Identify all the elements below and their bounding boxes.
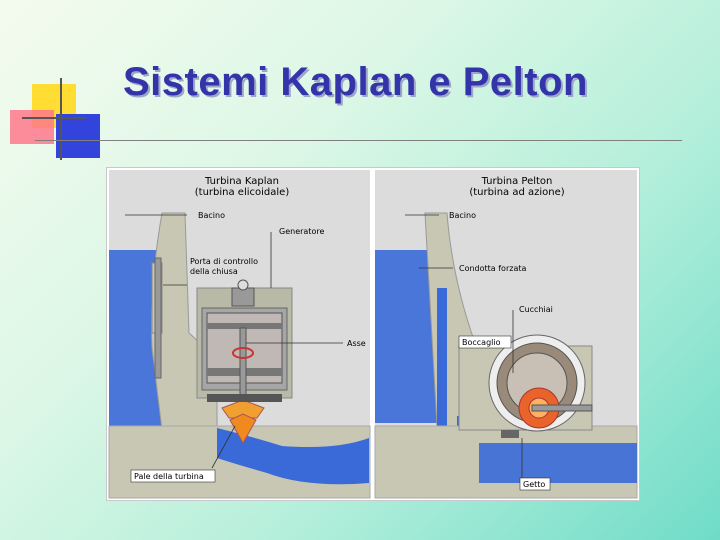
deco-vertical-line <box>60 78 62 160</box>
turbine-diagram-svg: Turbina Kaplan (turbina elicoidale) Baci… <box>107 168 639 500</box>
kaplan-label-porta-line2: della chiusa <box>190 267 238 276</box>
kaplan-label-bacino: Bacino <box>198 211 225 220</box>
kaplan-label-pale: Pale della turbina <box>134 472 204 481</box>
kaplan-label-porta-line1: Porta di controllo <box>190 257 258 266</box>
kaplan-panel: Turbina Kaplan (turbina elicoidale) Baci… <box>109 170 370 498</box>
title-divider <box>35 140 682 141</box>
deco-red-square <box>10 110 54 144</box>
kaplan-heading-line1: Turbina Kaplan <box>204 176 279 187</box>
pelton-heading-line2: (turbina ad azione) <box>469 187 564 198</box>
pelton-heading-line1: Turbina Pelton <box>481 176 553 187</box>
pelton-label-bacino: Bacino <box>449 211 476 220</box>
pelton-label-boccaglio: Boccaglio <box>462 338 501 347</box>
pelton-label-getto: Getto <box>523 480 545 489</box>
kaplan-heading-line2: (turbina elicoidale) <box>195 187 290 198</box>
kaplan-label-asse: Asse <box>347 339 366 348</box>
pelton-label-cucchiai: Cucchiai <box>519 305 553 314</box>
slide-title: Sistemi Kaplan e Pelton <box>123 60 588 105</box>
pelton-panel: Turbina Pelton (turbina ad azione) Bacin… <box>375 170 637 498</box>
pelton-label-condotta: Condotta forzata <box>459 264 526 273</box>
turbine-diagram: Turbina Kaplan (turbina elicoidale) Baci… <box>106 167 640 501</box>
deco-horizontal-line <box>22 117 86 119</box>
deco-blue-square <box>56 114 100 158</box>
kaplan-label-generatore: Generatore <box>279 227 324 236</box>
